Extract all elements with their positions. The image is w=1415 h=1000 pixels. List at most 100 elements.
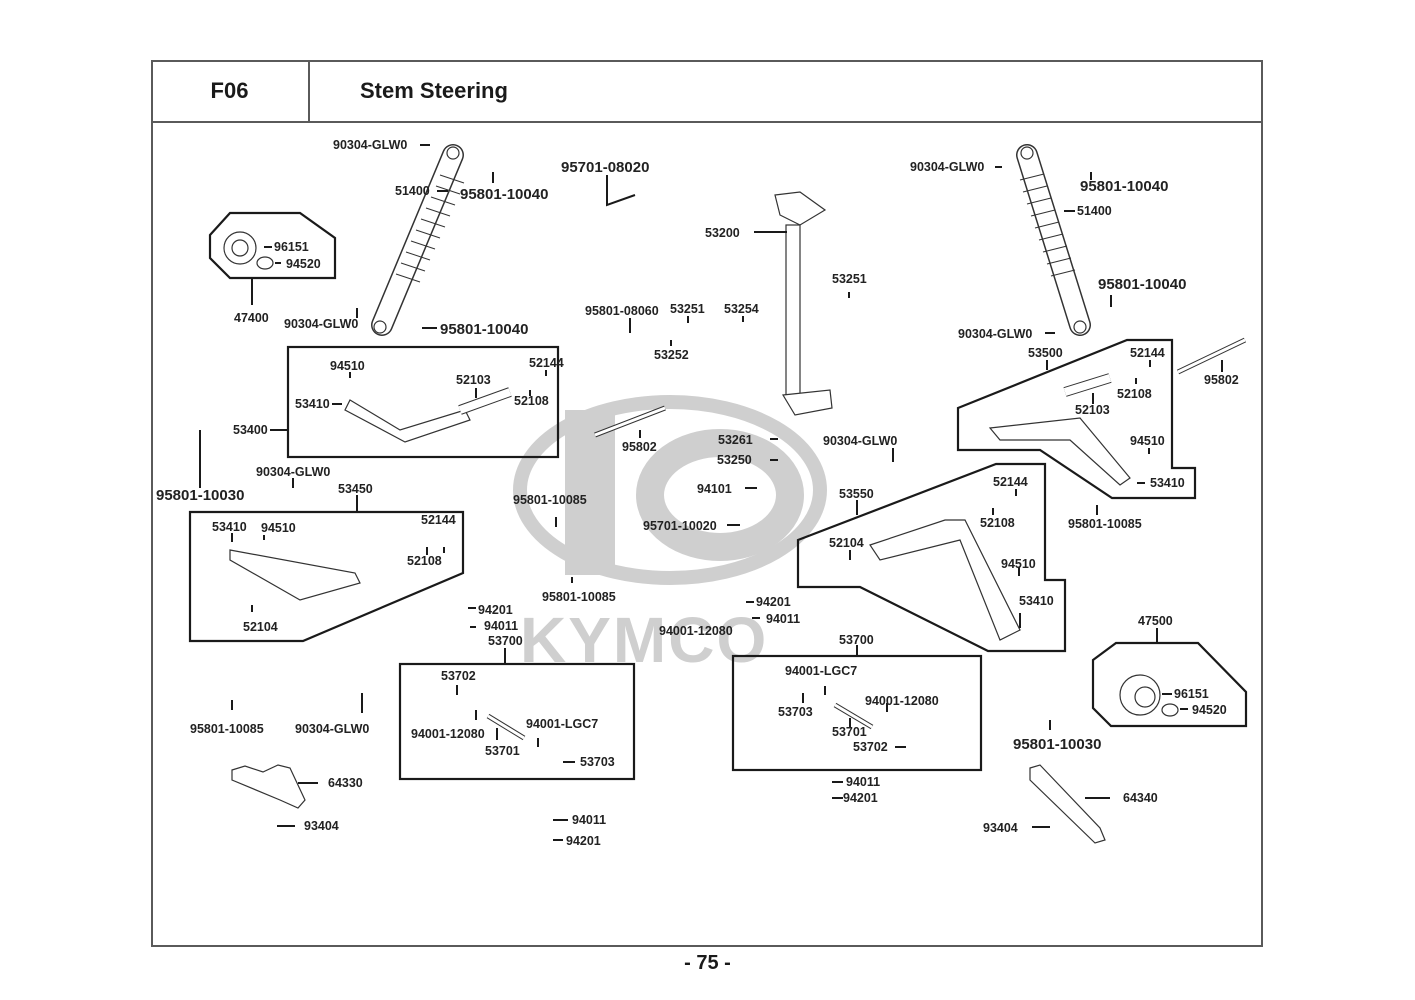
- part-label[interactable]: 52144: [1130, 346, 1165, 360]
- part-label[interactable]: 95801-08060: [585, 304, 659, 318]
- part-label[interactable]: 53251: [832, 272, 867, 286]
- part-label[interactable]: 90304-GLW0: [284, 317, 358, 331]
- group-box-53550: [796, 462, 1067, 653]
- shock-absorber-right: [1016, 144, 1091, 336]
- part-label[interactable]: 52108: [1117, 387, 1152, 401]
- part-label[interactable]: 94001-12080: [411, 727, 485, 741]
- part-label[interactable]: 94001-12080: [865, 694, 939, 708]
- part-label[interactable]: 53410: [1150, 476, 1185, 490]
- part-label[interactable]: 94001-12080: [659, 624, 733, 638]
- group-label-53700-right[interactable]: 53700: [839, 633, 874, 647]
- part-label[interactable]: 94001-LGC7: [526, 717, 598, 731]
- part-label[interactable]: 53252: [654, 348, 689, 362]
- part-label[interactable]: 95801-10040: [440, 321, 528, 338]
- part-label[interactable]: 53250: [717, 453, 752, 467]
- part-label[interactable]: 53200: [705, 226, 740, 240]
- part-label[interactable]: 52104: [829, 536, 864, 550]
- group-label-53400[interactable]: 53400: [233, 423, 268, 437]
- group-box-53700-left: [398, 662, 636, 781]
- part-label[interactable]: 96151: [1174, 687, 1209, 701]
- part-label[interactable]: 90304-GLW0: [958, 327, 1032, 341]
- group-label-47500[interactable]: 47500: [1138, 614, 1173, 628]
- group-label-47400[interactable]: 47400: [234, 311, 269, 325]
- part-label[interactable]: 94510: [330, 359, 365, 373]
- part-label[interactable]: 95801-10085: [190, 722, 264, 736]
- group-label-53450[interactable]: 53450: [338, 482, 373, 496]
- knuckle-right: [1119, 674, 1179, 717]
- part-label[interactable]: 94001-LGC7: [785, 664, 857, 678]
- part-label[interactable]: 53410: [1019, 594, 1054, 608]
- shock-absorber-left: [371, 144, 465, 336]
- part-label[interactable]: 53702: [441, 669, 476, 683]
- part-label[interactable]: 93404: [983, 821, 1018, 835]
- part-label[interactable]: 95801-10040: [1080, 178, 1168, 195]
- part-label[interactable]: 94201: [478, 603, 513, 617]
- part-label[interactable]: 53254: [724, 302, 759, 316]
- part-label[interactable]: 95802: [1204, 373, 1239, 387]
- part-label[interactable]: 95801-10085: [513, 493, 587, 507]
- part-label[interactable]: 95701-10020: [643, 519, 717, 533]
- kymco-k-logo-icon: [513, 395, 827, 585]
- part-label[interactable]: 94520: [286, 257, 321, 271]
- part-label[interactable]: 95801-10085: [1068, 517, 1142, 531]
- part-label[interactable]: 90304-GLW0: [333, 138, 407, 152]
- part-label[interactable]: 90304-GLW0: [256, 465, 330, 479]
- part-label[interactable]: 95701-08020: [561, 159, 649, 176]
- part-label[interactable]: 95801-10040: [460, 186, 548, 203]
- group-box-53450: [188, 510, 465, 643]
- group-label-53500[interactable]: 53500: [1028, 346, 1063, 360]
- part-label[interactable]: 53703: [580, 755, 615, 769]
- part-label[interactable]: 90304-GLW0: [295, 722, 369, 736]
- part-label[interactable]: 52108: [980, 516, 1015, 530]
- part-label[interactable]: 94510: [261, 521, 296, 535]
- part-label[interactable]: 95801-10040: [1098, 276, 1186, 293]
- part-label[interactable]: 52108: [514, 394, 549, 408]
- part-label[interactable]: 53701: [832, 725, 867, 739]
- part-label[interactable]: 95801-10085: [542, 590, 616, 604]
- part-label[interactable]: 53703: [778, 705, 813, 719]
- part-label[interactable]: 94011: [572, 813, 606, 827]
- part-label[interactable]: 53410: [295, 397, 330, 411]
- part-label[interactable]: 96151: [274, 240, 309, 254]
- part-label[interactable]: 94011: [766, 612, 800, 626]
- part-label[interactable]: 94201: [566, 834, 601, 848]
- part-label[interactable]: 90304-GLW0: [910, 160, 984, 174]
- part-label[interactable]: 94520: [1192, 703, 1227, 717]
- part-label[interactable]: 95802: [622, 440, 657, 454]
- part-label[interactable]: 52108: [407, 554, 442, 568]
- part-label[interactable]: 53702: [853, 740, 888, 754]
- part-label[interactable]: 53701: [485, 744, 520, 758]
- part-label[interactable]: 64330: [328, 776, 363, 790]
- part-label[interactable]: 95801-10030: [1013, 736, 1101, 753]
- part-label[interactable]: 64340: [1123, 791, 1158, 805]
- part-label[interactable]: 52103: [1075, 403, 1110, 417]
- part-label[interactable]: 93404: [304, 819, 339, 833]
- skid-plate-64330: [231, 764, 306, 809]
- part-label[interactable]: 53261: [718, 433, 753, 447]
- part-label[interactable]: 51400: [1077, 204, 1112, 218]
- part-label[interactable]: 95801-10030: [156, 487, 244, 504]
- group-label-53700-left[interactable]: 53700: [488, 634, 523, 648]
- part-label[interactable]: 94011: [484, 619, 518, 633]
- part-label[interactable]: 52104: [243, 620, 278, 634]
- part-label[interactable]: 51400: [395, 184, 430, 198]
- part-label[interactable]: 94011: [846, 775, 880, 789]
- part-label[interactable]: 53251: [670, 302, 705, 316]
- part-label[interactable]: 52103: [456, 373, 491, 387]
- group-label-53550[interactable]: 53550: [839, 487, 874, 501]
- part-label[interactable]: 94201: [756, 595, 791, 609]
- a-arm-53450: [229, 549, 361, 601]
- group-box-53500: [956, 338, 1197, 500]
- part-label[interactable]: 53410: [212, 520, 247, 534]
- steering-stem: [774, 191, 833, 416]
- part-label[interactable]: 94101: [697, 482, 732, 496]
- group-box-47500: [1091, 641, 1248, 728]
- part-label[interactable]: 94201: [843, 791, 878, 805]
- part-label[interactable]: 94510: [1001, 557, 1036, 571]
- part-label[interactable]: 90304-GLW0: [823, 434, 897, 448]
- part-label[interactable]: 52144: [421, 513, 456, 527]
- part-label[interactable]: 52144: [993, 475, 1028, 489]
- part-label[interactable]: 52144: [529, 356, 564, 370]
- part-label[interactable]: 94510: [1130, 434, 1165, 448]
